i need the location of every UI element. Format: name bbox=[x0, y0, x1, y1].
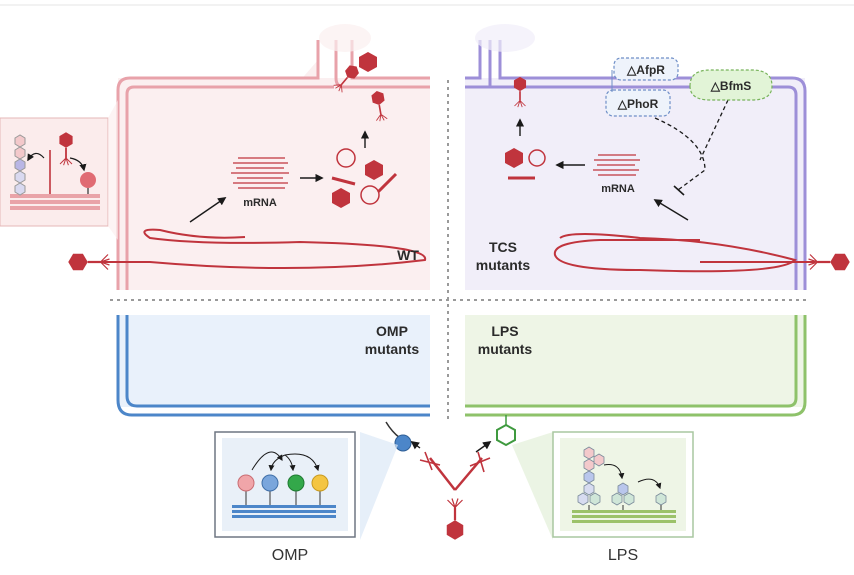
tcs-label-line2: mutants bbox=[476, 257, 531, 273]
wt-inset-box bbox=[0, 100, 118, 240]
tcs-mrna-label: mRNA bbox=[601, 183, 635, 195]
omp-receptor-stalk bbox=[385, 421, 401, 439]
tcs-genome bbox=[553, 233, 797, 273]
lps-inset bbox=[552, 431, 694, 538]
wt-genome bbox=[88, 228, 427, 270]
lps-inset-caption: LPS bbox=[608, 547, 638, 564]
wt-mrna bbox=[231, 157, 289, 189]
omp-projection bbox=[360, 432, 398, 540]
phor-label: △PhoR bbox=[617, 97, 659, 111]
lps-projection bbox=[512, 432, 553, 540]
omp-inset-caption: OMP bbox=[272, 547, 308, 564]
omp-label-line2: mutants bbox=[365, 341, 420, 357]
wt-assembly bbox=[331, 148, 398, 208]
wt-label: WT bbox=[397, 247, 419, 263]
omp-cell bbox=[116, 315, 430, 417]
phor-inhibition-bar bbox=[673, 185, 685, 196]
wt-cell bbox=[116, 24, 430, 290]
lps-label-line2: mutants bbox=[478, 341, 533, 357]
lps-label-line1: LPS bbox=[491, 323, 518, 339]
omp-label-line1: OMP bbox=[376, 323, 408, 339]
afpr-label: △AfpR bbox=[626, 63, 665, 77]
omp-receptor bbox=[394, 434, 412, 452]
blocked-phages bbox=[410, 440, 492, 541]
wt-arrow-genome-to-mrna bbox=[189, 197, 227, 223]
tcs-label-line1: TCS bbox=[489, 239, 517, 255]
wt-mrna-label: mRNA bbox=[243, 197, 277, 209]
bfms-box: △BfmS bbox=[689, 69, 773, 101]
omp-inset bbox=[214, 431, 356, 538]
afpr-box: △AfpR bbox=[613, 57, 679, 81]
tcs-arrow-genome-to-mrna bbox=[653, 199, 689, 221]
lps-cell bbox=[465, 315, 807, 417]
tcs-mrna bbox=[593, 154, 640, 176]
wt-released-capsid bbox=[359, 52, 377, 72]
phor-box: △PhoR bbox=[605, 89, 671, 117]
bfms-label: △BfmS bbox=[710, 79, 752, 93]
tcs-assembly bbox=[505, 148, 546, 180]
lps-receptor bbox=[496, 423, 516, 447]
